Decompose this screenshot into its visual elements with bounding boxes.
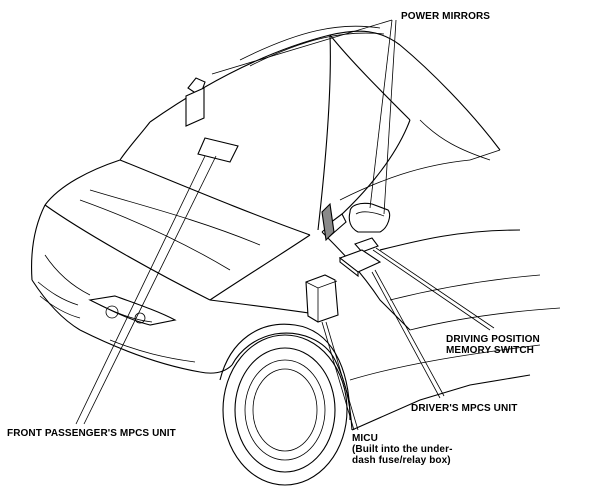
- front-passengers-mpcs-unit-label: FRONT PASSENGER'S MPCS UNIT: [7, 428, 176, 439]
- driver-power-mirror: [321, 202, 391, 242]
- micu-label-line1: MICU: [352, 433, 378, 444]
- leader-lines: [75, 19, 495, 431]
- power-mirrors-label: POWER MIRRORS: [401, 11, 491, 22]
- driving-position-switch-label-line2: MEMORY SWITCH: [446, 345, 534, 356]
- micu-fuse-relay-box: [305, 274, 339, 323]
- drivers-mpcs-unit: [338, 249, 382, 278]
- micu-label-line3: dash fuse/relay box): [352, 455, 451, 466]
- driving-position-memory-switch: [354, 237, 379, 253]
- drivers-mpcs-unit-label: DRIVER'S MPCS UNIT: [411, 403, 518, 414]
- driving-position-switch-label-line1: DRIVING POSITION: [446, 334, 540, 345]
- micu-label-line2: (Built into the under-: [352, 444, 453, 455]
- front-passenger-mpcs-unit: [197, 137, 239, 163]
- vehicle-body: [31, 25, 561, 486]
- passenger-power-mirror: [185, 77, 206, 127]
